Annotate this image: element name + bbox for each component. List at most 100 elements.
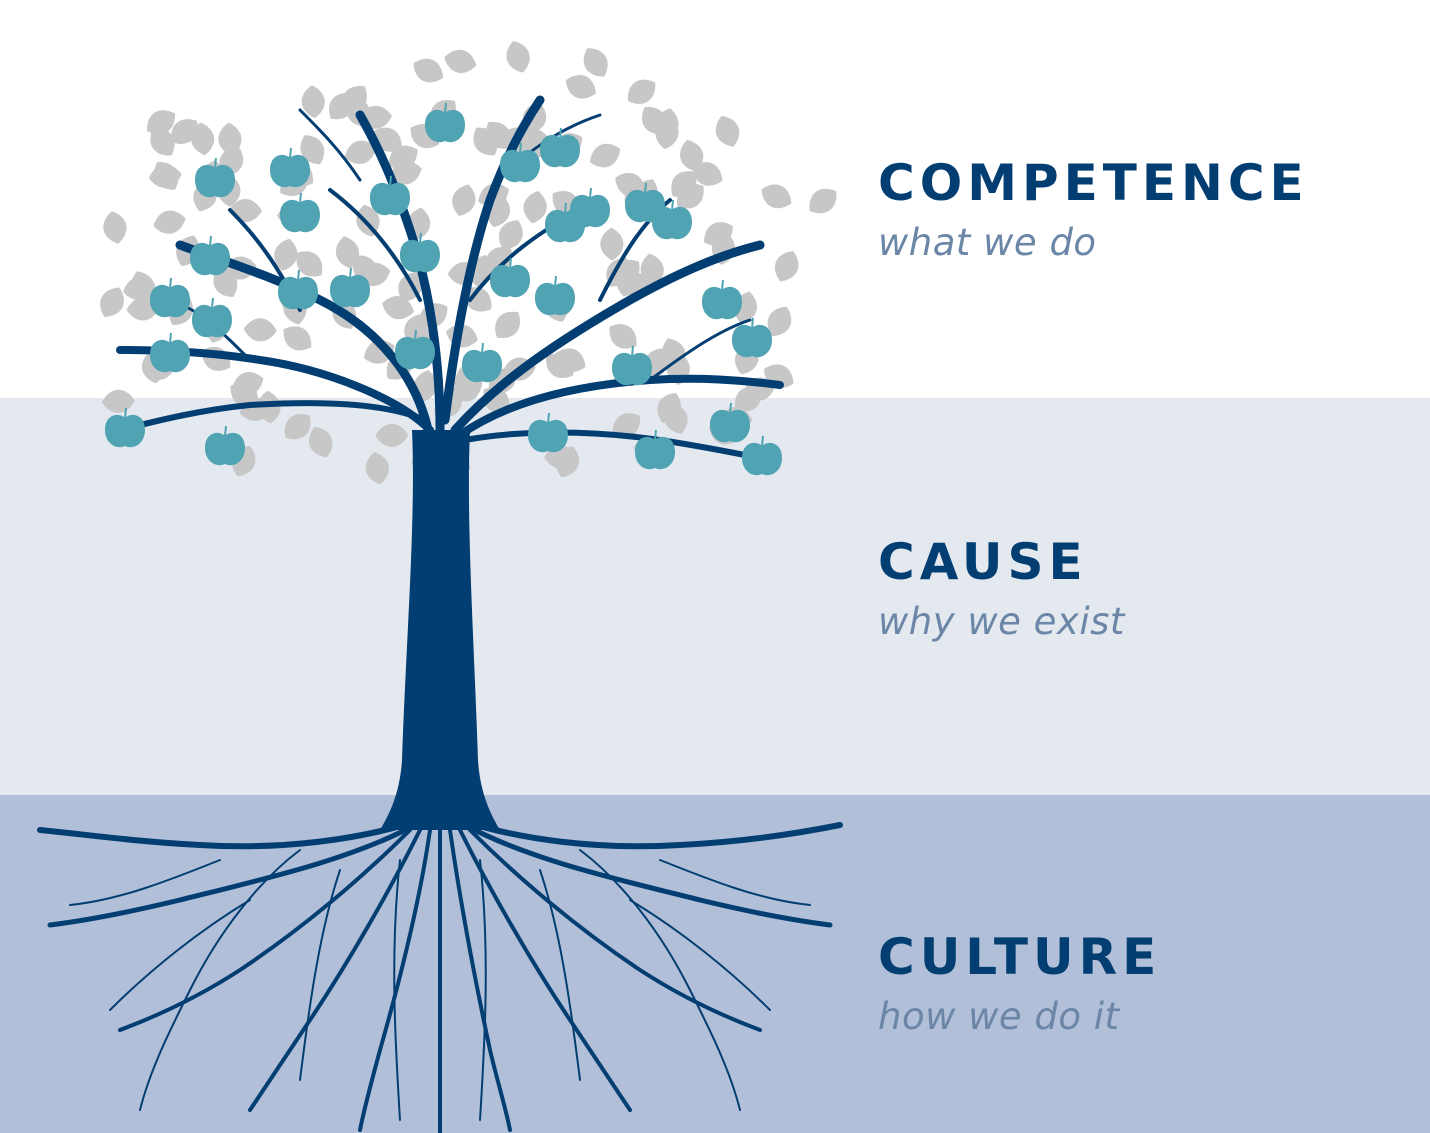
tree-root (539, 869, 581, 1081)
leaf-icon (506, 41, 530, 73)
leaf-icon (609, 324, 637, 349)
culture-subtitle: how we do it (878, 995, 1120, 1038)
leaf-icon (612, 413, 640, 438)
competence-label: COMPETENCE what we do (878, 158, 1309, 261)
apple-icon (280, 192, 320, 233)
leaf-icon (375, 423, 409, 447)
leaf-icon (335, 236, 359, 269)
tree-branch (440, 95, 545, 425)
apple-icon (490, 257, 530, 298)
leaf-icon (761, 184, 792, 209)
apple-icon (462, 342, 502, 383)
apple-icon (500, 142, 540, 183)
leaf-icon (464, 287, 492, 312)
leaf-icon (344, 140, 377, 164)
leaf-icon (499, 220, 523, 250)
tree-root (448, 828, 512, 1132)
leaf-icon (565, 75, 597, 99)
leaf-icon (679, 139, 704, 172)
apple-icon (395, 329, 435, 370)
apple-icon (400, 232, 440, 273)
competence-heading: COMPETENCE (878, 154, 1309, 212)
leaf-icon (154, 161, 179, 190)
tree-root (462, 822, 833, 928)
apple-icon (612, 345, 652, 386)
tree-root (457, 817, 843, 850)
leaf-icon (734, 386, 762, 412)
leaf-icon (308, 426, 333, 458)
competence-band (0, 0, 1430, 398)
culture-band (0, 795, 1430, 1133)
leaf-icon (546, 353, 574, 379)
apple-icon (278, 269, 318, 310)
leaf-icon (103, 211, 127, 244)
tree-root (299, 869, 341, 1081)
leaf-icon (274, 238, 298, 271)
leaf-icon (664, 402, 688, 434)
apple-icon (150, 332, 190, 373)
tree-root (69, 859, 221, 906)
leaf-icon (451, 378, 483, 402)
leaf-icon (100, 287, 124, 318)
apple-icon (192, 297, 232, 338)
tree-branch (450, 240, 765, 435)
tree-branch (648, 318, 752, 382)
leaf-icon (692, 162, 723, 186)
apple-icon (195, 157, 235, 198)
leaf-icon (495, 311, 520, 339)
apple-icon (270, 147, 310, 188)
leaf-icon (243, 318, 277, 342)
tree-branch (298, 108, 362, 182)
apple-icon (710, 402, 750, 443)
leaf-icon (671, 171, 697, 197)
apple-icon (190, 235, 230, 276)
tree-root (358, 828, 432, 1132)
tree-root (468, 828, 762, 1032)
leaf-icon (284, 414, 311, 440)
tree-root (479, 859, 487, 1121)
leaf-icon (767, 306, 792, 337)
leaf-icon (486, 121, 511, 149)
leaf-icon (389, 161, 422, 185)
cause-subtitle: why we exist (878, 600, 1125, 643)
apple-icon (540, 127, 580, 168)
apple-icon (635, 429, 675, 470)
tree-root (659, 859, 811, 906)
apple-icon (652, 199, 692, 240)
leaf-icon (101, 389, 135, 413)
tree-root (139, 849, 301, 1111)
leaf-icon (444, 49, 477, 73)
apple-icon (205, 425, 245, 466)
leaf-icon (300, 135, 325, 165)
leaf-icon (296, 251, 323, 277)
leaf-icon (171, 119, 198, 144)
apple-icon (535, 275, 575, 316)
leaf-icon (523, 190, 547, 224)
tree-root (37, 817, 423, 850)
leaf-icon (809, 188, 837, 214)
apple-icon (330, 267, 370, 308)
leaf-icon (627, 79, 656, 104)
culture-heading: CULTURE (878, 928, 1162, 986)
leaf-icon (590, 143, 621, 168)
cause-label: CAUSE why we exist (878, 537, 1125, 640)
leaf-icon (600, 227, 624, 261)
tree-root (458, 828, 632, 1112)
competence-subtitle: what we do (878, 221, 1097, 264)
leaf-icon (715, 115, 740, 147)
apple-icon (150, 277, 190, 318)
tree-root (47, 822, 418, 928)
tree-branch (355, 110, 445, 435)
apple-icon (742, 435, 782, 476)
apple-icon (528, 412, 568, 453)
apple-icon (105, 407, 145, 448)
leaf-icon (382, 296, 414, 320)
apple-icon (370, 175, 410, 216)
tree-trunk (380, 430, 500, 830)
apple-icon (732, 317, 772, 358)
tree-root (579, 849, 741, 1111)
tree-root (248, 828, 422, 1112)
leaf-icon (452, 184, 476, 216)
leaf-icon (583, 48, 608, 77)
